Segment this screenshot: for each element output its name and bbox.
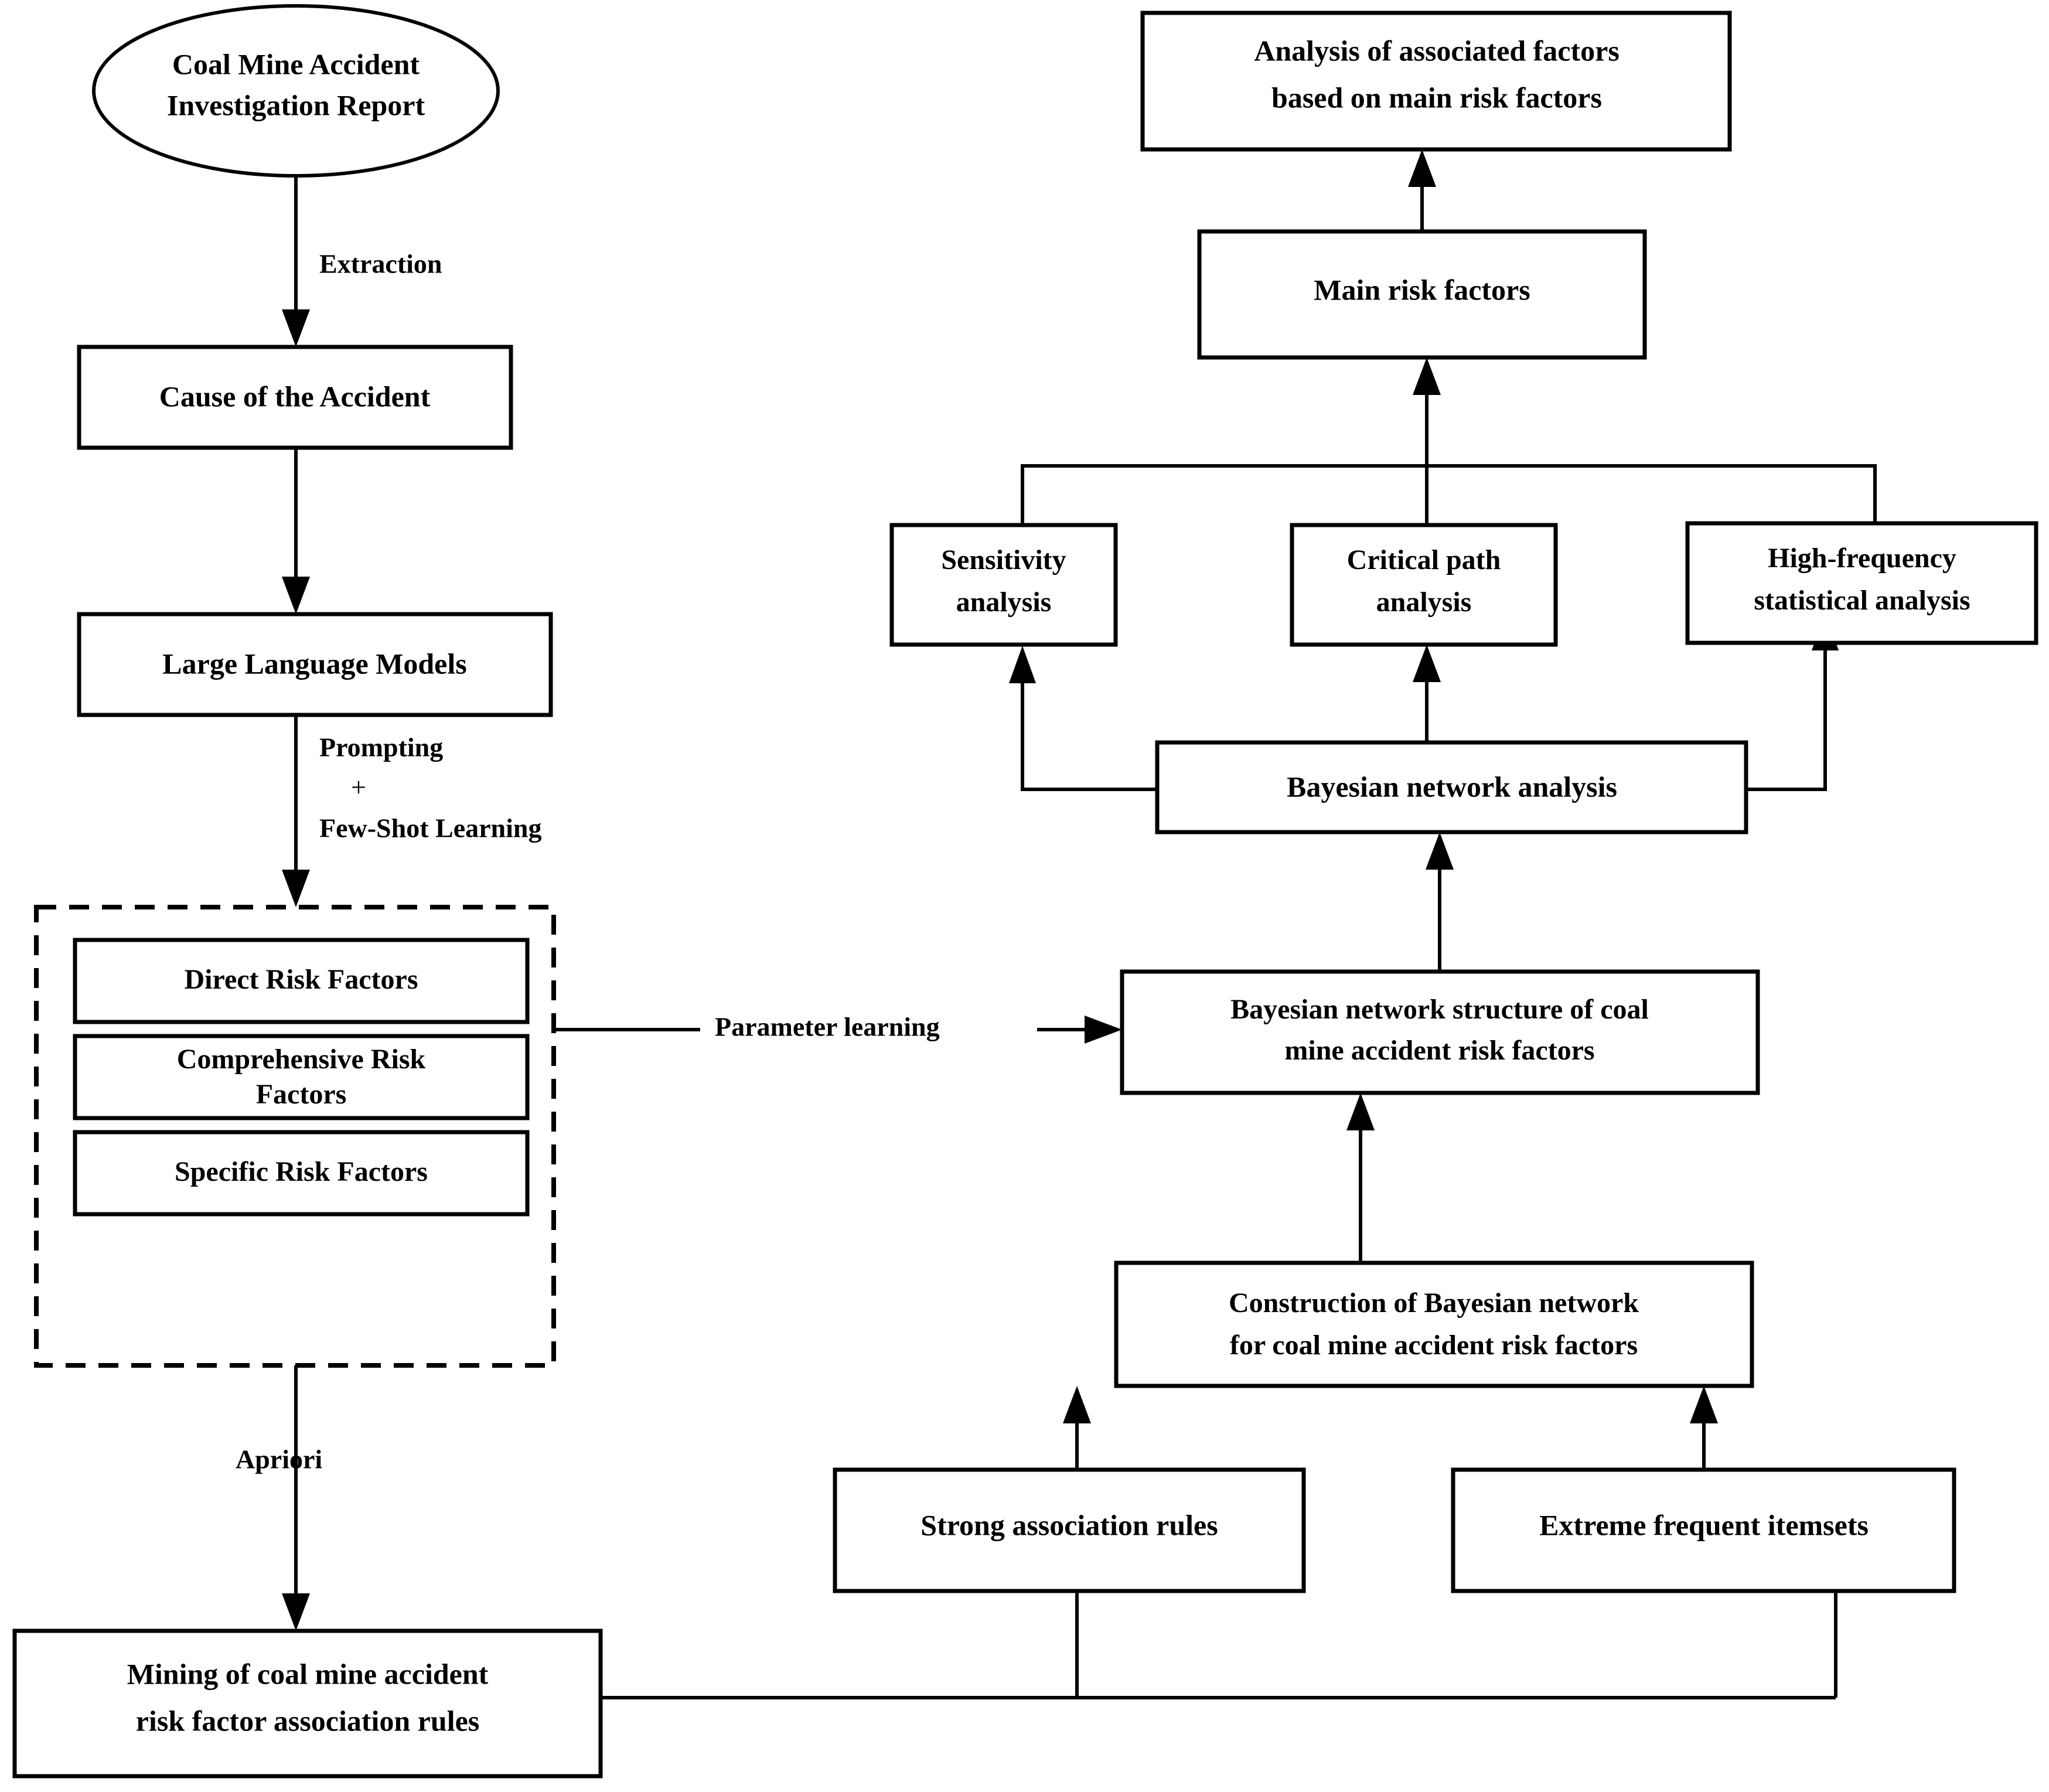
specific-risk-factors-label: Specific Risk Factors (175, 1156, 428, 1187)
edge-label-extraction: Extraction (319, 249, 442, 279)
sensitivity-analysis-label-line1: Sensitivity (941, 544, 1066, 575)
high-frequency-statistical-analysis-label-line1: High-frequency (1768, 543, 1956, 574)
high-frequency-statistical-analysis-box (1685, 521, 2038, 645)
construction-bayesian-network-box (1114, 1260, 1754, 1388)
critical-path-analysis-label-line2: analysis (1376, 587, 1472, 618)
strong-association-rules-box (833, 1467, 1306, 1593)
extreme-frequent-itemsets-label: Extreme frequent itemsets (1539, 1508, 1869, 1541)
bayesian-network-analysis-box (1155, 740, 1748, 834)
edge-main-to-associated-factors (1408, 149, 1436, 231)
edge-parameter-learning: Parameter learning (554, 1012, 1122, 1044)
risk-factor-group-dashed-box (34, 905, 556, 1368)
direct-risk-factors-box (73, 938, 530, 1024)
comprehensive-risk-factors-box (73, 1034, 530, 1120)
large-language-models-label: Large Language Models (162, 647, 466, 680)
edge-structure-to-analysis (1426, 832, 1454, 972)
node-analysis-associated-factors: Analysis of associated factors based on … (1140, 11, 1732, 152)
bayesian-network-analysis-label: Bayesian network analysis (1287, 770, 1617, 803)
bayesian-network-structure-label-line1: Bayesian network structure of coal (1230, 994, 1649, 1025)
source-report-label-line1: Coal Mine Accident (172, 47, 420, 80)
edge-label-plus: + (351, 772, 366, 802)
mining-association-rules-label-line2: risk factor association rules (136, 1704, 480, 1737)
edge-analyses-to-main-risk-factors (1021, 357, 1877, 525)
source-report-label-line2: Investigation Report (167, 88, 425, 121)
node-strong-association-rules: Strong association rules (833, 1467, 1306, 1593)
edge-label-parameter-learning: Parameter learning (715, 1012, 940, 1042)
edge-label-prompting: Prompting (319, 733, 443, 762)
comprehensive-risk-factors-label-line1: Comprehensive Risk (177, 1044, 426, 1075)
edge-llm-to-risk-factors: Prompting + Few-Shot Learning (282, 715, 542, 907)
analysis-associated-factors-label-line1: Analysis of associated factors (1254, 34, 1620, 67)
comprehensive-risk-factors-label-line2: Factors (256, 1079, 347, 1110)
edge-label-apriori: Apriori (236, 1444, 322, 1474)
analysis-associated-factors-label-line2: based on main risk factors (1271, 81, 1602, 114)
strong-association-rules-label: Strong association rules (920, 1508, 1218, 1541)
main-risk-factors-label: Main risk factors (1314, 273, 1530, 306)
node-sensitivity-analysis: Sensitivity analysis (889, 523, 1118, 647)
edge-risk-factors-to-mining: Apriori (236, 1365, 322, 1631)
edge-label-few-shot-learning: Few-Shot Learning (319, 813, 542, 843)
node-critical-path-analysis: Critical path analysis (1290, 523, 1558, 647)
node-extreme-frequent-itemsets: Extreme frequent itemsets (1451, 1467, 1956, 1593)
construction-bayesian-network-label-line1: Construction of Bayesian network (1229, 1287, 1639, 1319)
main-risk-factors-box (1197, 229, 1647, 360)
node-bayesian-network-analysis: Bayesian network analysis (1155, 740, 1748, 834)
node-cause-of-accident: Cause of the Accident (77, 345, 513, 450)
direct-risk-factors-label: Direct Risk Factors (185, 964, 418, 995)
edge-analysis-to-critical-path (1413, 645, 1441, 742)
cause-of-accident-box (77, 345, 513, 450)
node-construction-bayesian-network: Construction of Bayesian network for coa… (1114, 1260, 1754, 1388)
edge-rules-to-construction (1063, 1386, 1091, 1470)
mining-association-rules-label-line1: Mining of coal mine accident (127, 1657, 489, 1690)
edge-report-to-cause: Extraction (282, 176, 442, 347)
sensitivity-analysis-label-line2: analysis (956, 587, 1052, 618)
specific-risk-factors-box (73, 1130, 530, 1217)
node-bayesian-network-structure: Bayesian network structure of coal mine … (1120, 969, 1760, 1095)
node-main-risk-factors: Main risk factors (1197, 229, 1647, 360)
bayesian-network-structure-box (1120, 969, 1760, 1095)
cause-of-accident-label: Cause of the Accident (159, 380, 431, 413)
large-language-models-box (77, 612, 553, 717)
construction-bayesian-network-label-line2: for coal mine accident risk factors (1230, 1330, 1638, 1361)
critical-path-analysis-label-line1: Critical path (1347, 544, 1501, 575)
node-large-language-models: Large Language Models (77, 612, 553, 717)
node-source-report: Coal Mine Accident Investigation Report (92, 4, 500, 178)
node-direct-risk-factors: Direct Risk Factors (73, 938, 530, 1024)
bayesian-network-structure-label-line2: mine accident risk factors (1284, 1035, 1594, 1066)
edge-cause-to-llm (282, 448, 310, 614)
node-specific-risk-factors: Specific Risk Factors (73, 1130, 530, 1217)
critical-path-analysis-box (1290, 523, 1558, 647)
edge-itemsets-to-construction (1690, 1386, 1718, 1470)
edge-construction-to-structure (1346, 1093, 1375, 1263)
analysis-associated-factors-box (1140, 11, 1732, 152)
node-comprehensive-risk-factors: Comprehensive Risk Factors (73, 1034, 530, 1120)
edge-analysis-to-sensitivity (1009, 646, 1157, 791)
mining-association-rules-box (12, 1629, 603, 1779)
node-high-frequency-statistical-analysis: High-frequency statistical analysis (1685, 521, 2038, 645)
node-mining-association-rules: Mining of coal mine accident risk factor… (12, 1629, 603, 1779)
high-frequency-statistical-analysis-label-line2: statistical analysis (1754, 585, 1970, 616)
sensitivity-analysis-box (889, 523, 1118, 647)
